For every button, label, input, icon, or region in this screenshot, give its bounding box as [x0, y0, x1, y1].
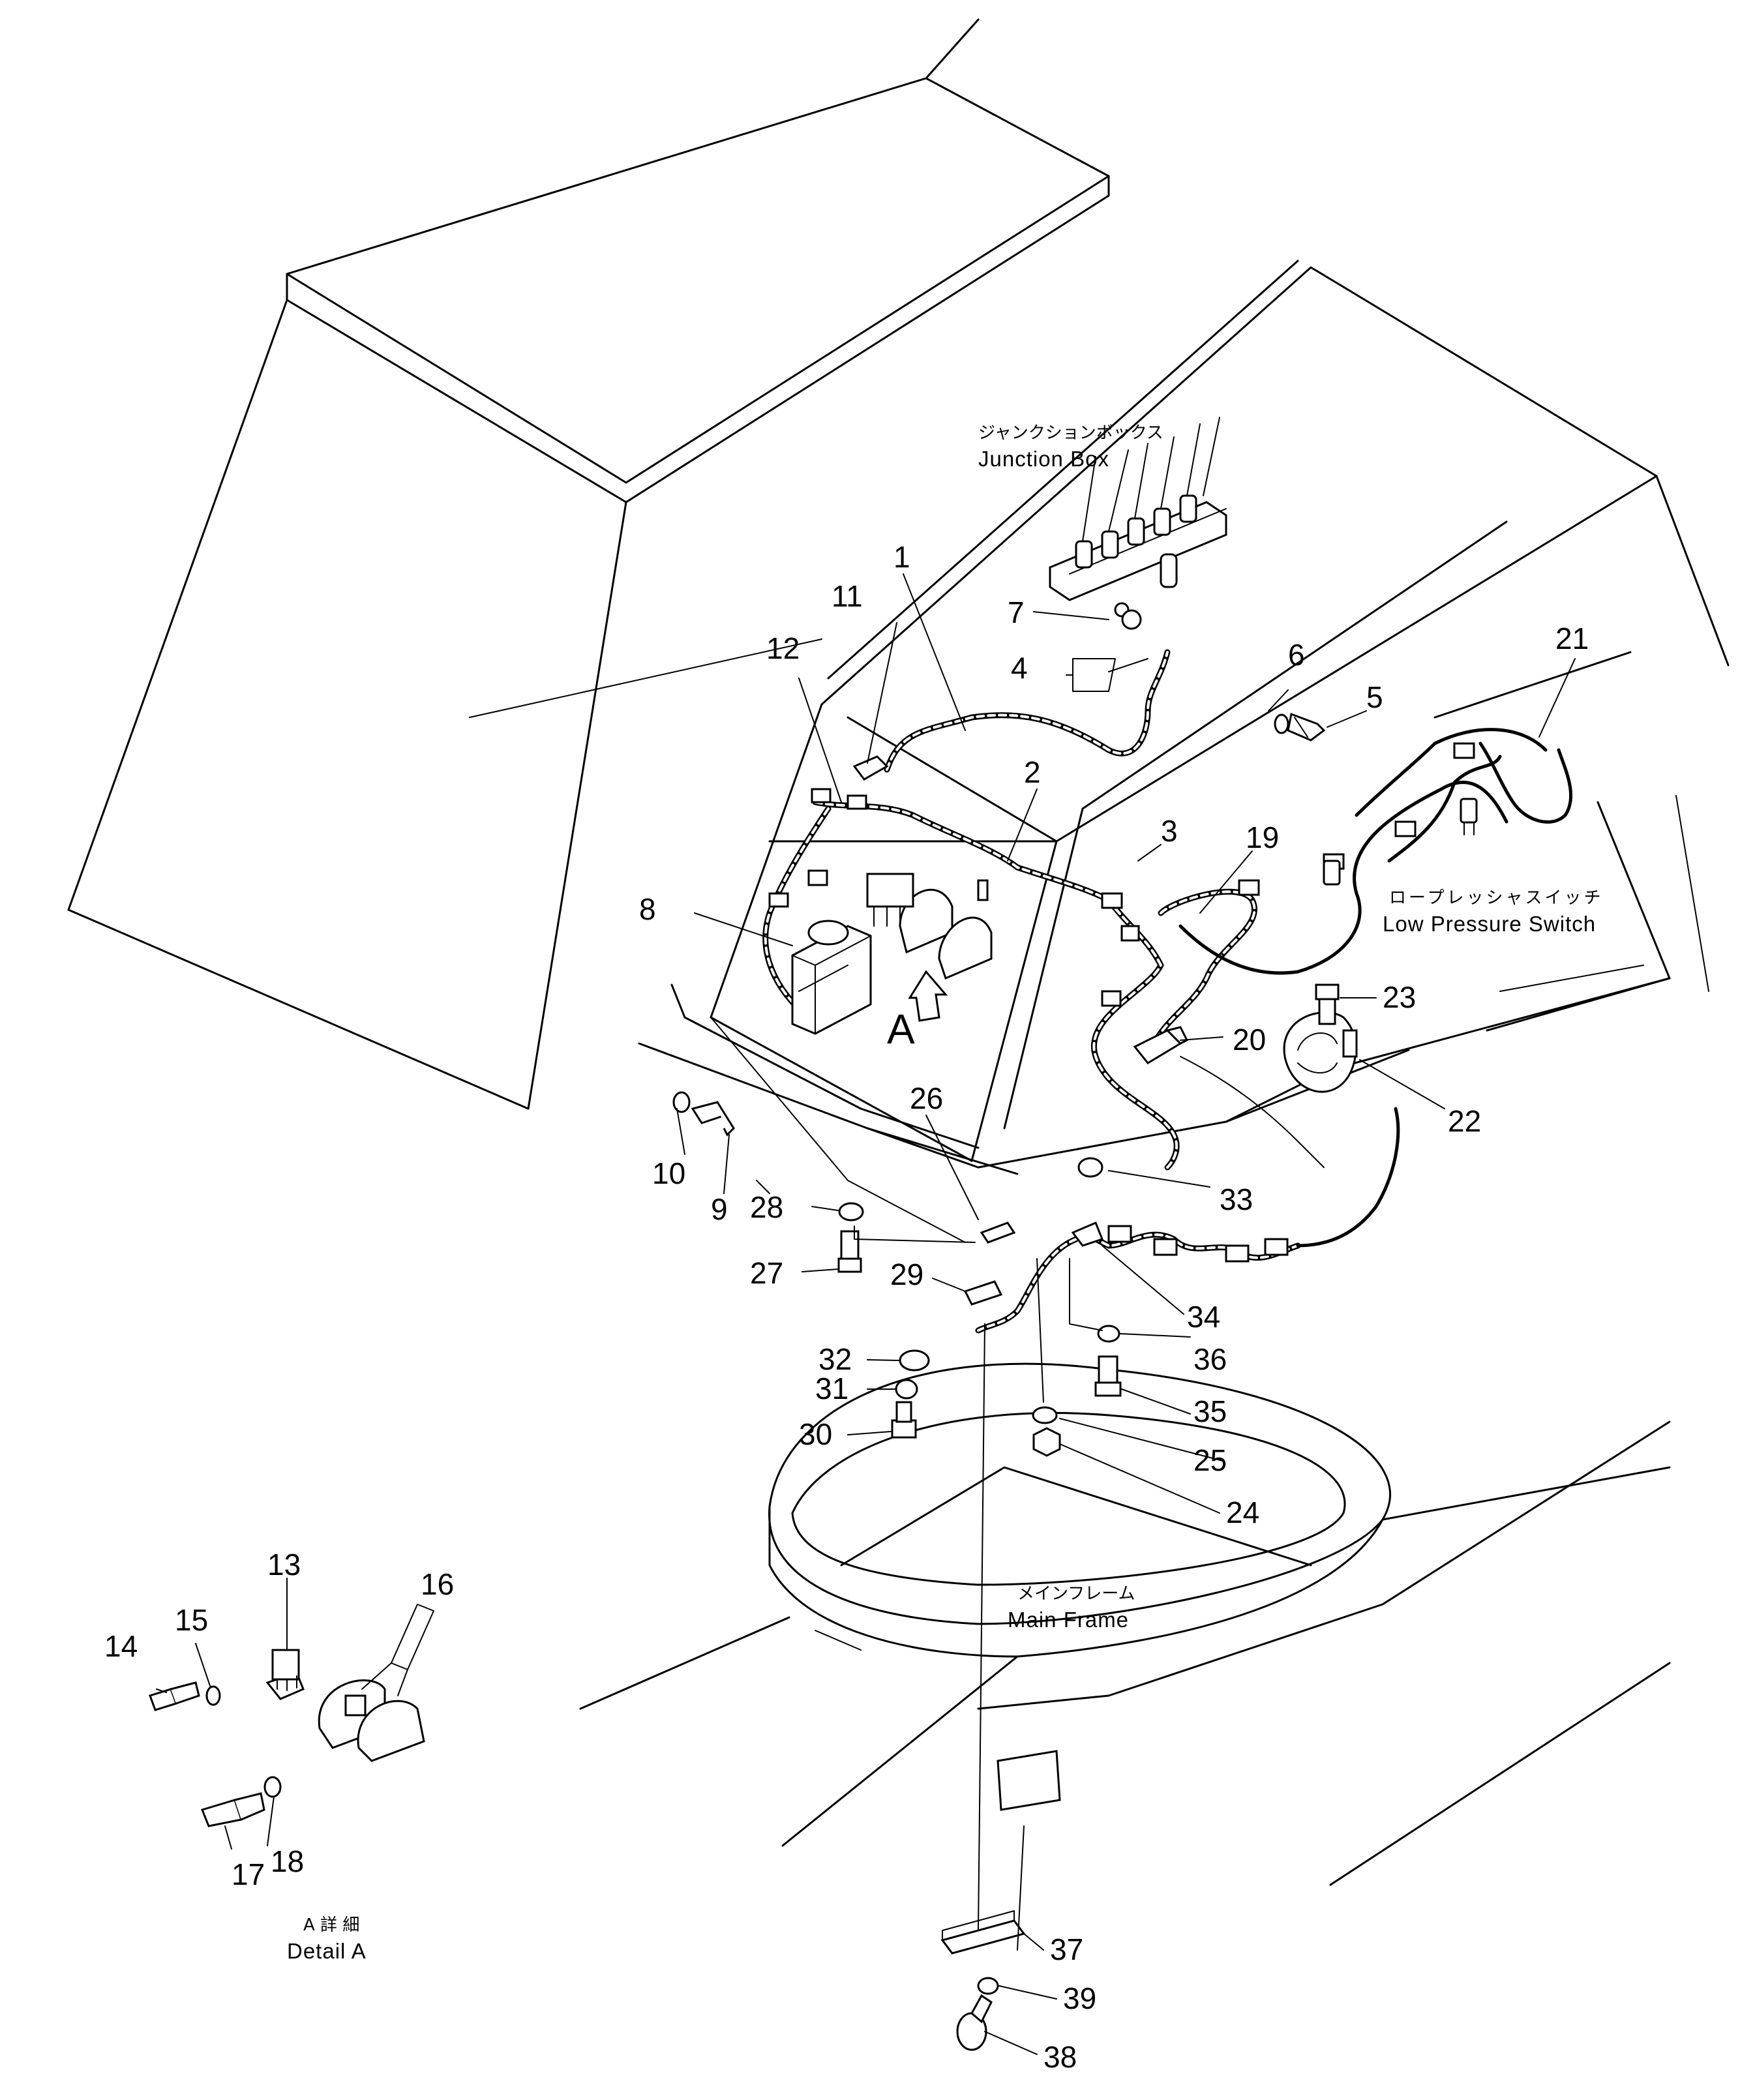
sensor-20	[1133, 1026, 1189, 1064]
callout-11: 11	[832, 579, 863, 613]
leader-lines	[156, 573, 1576, 2055]
callout-26: 26	[910, 1081, 943, 1115]
callout-21: 21	[1555, 622, 1589, 655]
callout-18: 18	[271, 1844, 304, 1878]
callout-17: 17	[232, 1857, 265, 1891]
horn-22	[1283, 1012, 1358, 1093]
callout-7: 7	[1008, 595, 1025, 629]
reference-lines	[710, 1017, 1103, 1931]
junction-box-en-label: Junction Box	[978, 447, 1109, 471]
detail-a-en-label: Detail A	[287, 1939, 367, 1963]
detail-a-jp-label: A 詳 細	[303, 1915, 359, 1935]
callout-20: 20	[1233, 1023, 1266, 1057]
view-arrow-a	[908, 970, 948, 1022]
callout-25: 25	[1193, 1443, 1227, 1477]
callout-24: 24	[1226, 1495, 1259, 1529]
callout-28: 28	[750, 1190, 783, 1224]
low-pressure-switch-en-label: Low Pressure Switch	[1383, 912, 1596, 936]
callout-36: 36	[1193, 1342, 1227, 1376]
callout-4: 4	[1011, 651, 1028, 685]
callout-16: 16	[421, 1567, 454, 1601]
callout-38: 38	[1043, 2040, 1077, 2074]
cab-outline	[67, 18, 1110, 1110]
horn-pair-main	[866, 873, 993, 980]
callout-1: 1	[893, 540, 910, 574]
callout-15: 15	[175, 1603, 208, 1637]
callout-23: 23	[1383, 980, 1416, 1014]
callout-6: 6	[1288, 638, 1305, 672]
callout-14: 14	[104, 1629, 138, 1663]
junction-box-jp-label: ジャンクションボックス	[978, 423, 1163, 443]
callout-37: 37	[1050, 1932, 1083, 1966]
callout-13: 13	[267, 1548, 301, 1582]
bolts-and-washers	[672, 609, 1340, 2051]
callout-22: 22	[1448, 1104, 1481, 1138]
detail-a-drawing	[149, 1649, 425, 1827]
relay-11	[852, 755, 889, 781]
view-a-letter: A	[887, 1006, 915, 1053]
callout-9: 9	[711, 1192, 728, 1226]
callout-2: 2	[1024, 755, 1041, 789]
callout-39: 39	[1063, 1981, 1096, 2015]
callout-35: 35	[1193, 1394, 1227, 1428]
callout-34: 34	[1187, 1300, 1220, 1334]
callout-32: 32	[818, 1342, 852, 1376]
junction-box	[1049, 417, 1227, 618]
main-frame-outline	[579, 1362, 1671, 1886]
connectors	[768, 742, 1475, 1263]
callout-10: 10	[652, 1156, 685, 1190]
callout-8: 8	[639, 892, 656, 926]
callout-30: 30	[799, 1417, 832, 1451]
callout-3: 3	[1161, 814, 1178, 848]
callout-numbers: 1 2 3 4 5 6 7 8 9 10 11 12 13 14 15 16 1…	[104, 540, 1589, 2074]
callout-29: 29	[890, 1257, 923, 1291]
callout-31: 31	[815, 1372, 848, 1405]
console-housing	[638, 260, 1730, 1175]
low-pressure-switch-jp-label: ロープレッシャスイッチ	[1389, 888, 1603, 908]
main-frame-en-label: Main Frame	[1008, 1608, 1129, 1632]
low-pressure-switch	[1323, 798, 1478, 886]
callout-33: 33	[1220, 1182, 1253, 1216]
callout-27: 27	[750, 1256, 783, 1290]
text-labels: ジャンクションボックス Junction Box ロープレッシャスイッチ Low…	[287, 423, 1603, 1963]
callout-12: 12	[766, 631, 800, 665]
wiring-harness	[762, 649, 1572, 1334]
main-frame-jp-label: メインフレーム	[1017, 1584, 1135, 1604]
callout-5: 5	[1366, 680, 1383, 714]
washer-tank	[791, 920, 872, 1035]
callout-19: 19	[1246, 820, 1279, 854]
